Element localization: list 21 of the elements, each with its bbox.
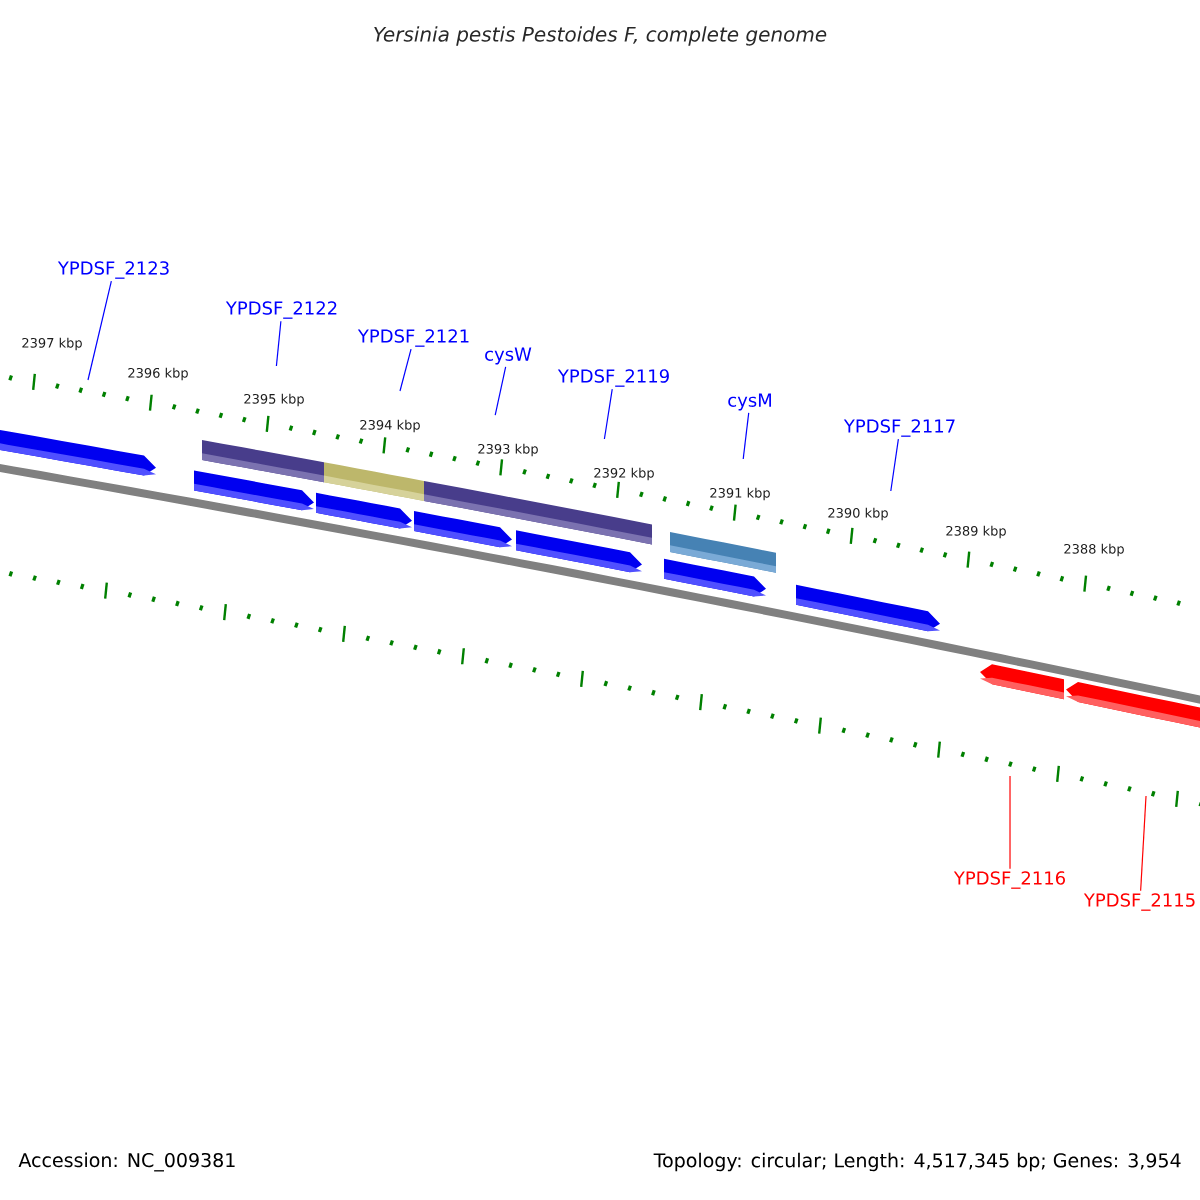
leader-line (275, 320, 282, 367)
accession-text: Accession: NC_009381 (18, 1152, 235, 1172)
leader-line (1140, 795, 1147, 892)
leader-line (87, 280, 112, 381)
leader-line (603, 388, 613, 440)
leader-line (742, 412, 750, 460)
gene-label: cysW (485, 347, 532, 365)
genome-info-text: Topology: circular; Length: 4,517,345 bp; Genes: 3,954 (653, 1152, 1181, 1172)
gene-label: YPDSF_2123 (57, 261, 169, 279)
title: Yersinia pestis Pestoides F, complete genome (374, 26, 827, 46)
leader-line (399, 348, 412, 392)
gene-label: YPDSF_2122 (225, 301, 337, 319)
gene-label: YPDSF_2121 (357, 329, 469, 347)
gene-label: YPDSF_2117 (843, 419, 955, 437)
gene-label: YPDSF_2116 (953, 871, 1065, 889)
leader-line (890, 438, 899, 492)
leader-line (1009, 775, 1011, 870)
gene-label: YPDSF_2115 (1083, 893, 1195, 911)
gene-label: YPDSF_2119 (557, 369, 669, 387)
gene-label: cysM (728, 393, 771, 411)
leader-line (494, 366, 507, 416)
